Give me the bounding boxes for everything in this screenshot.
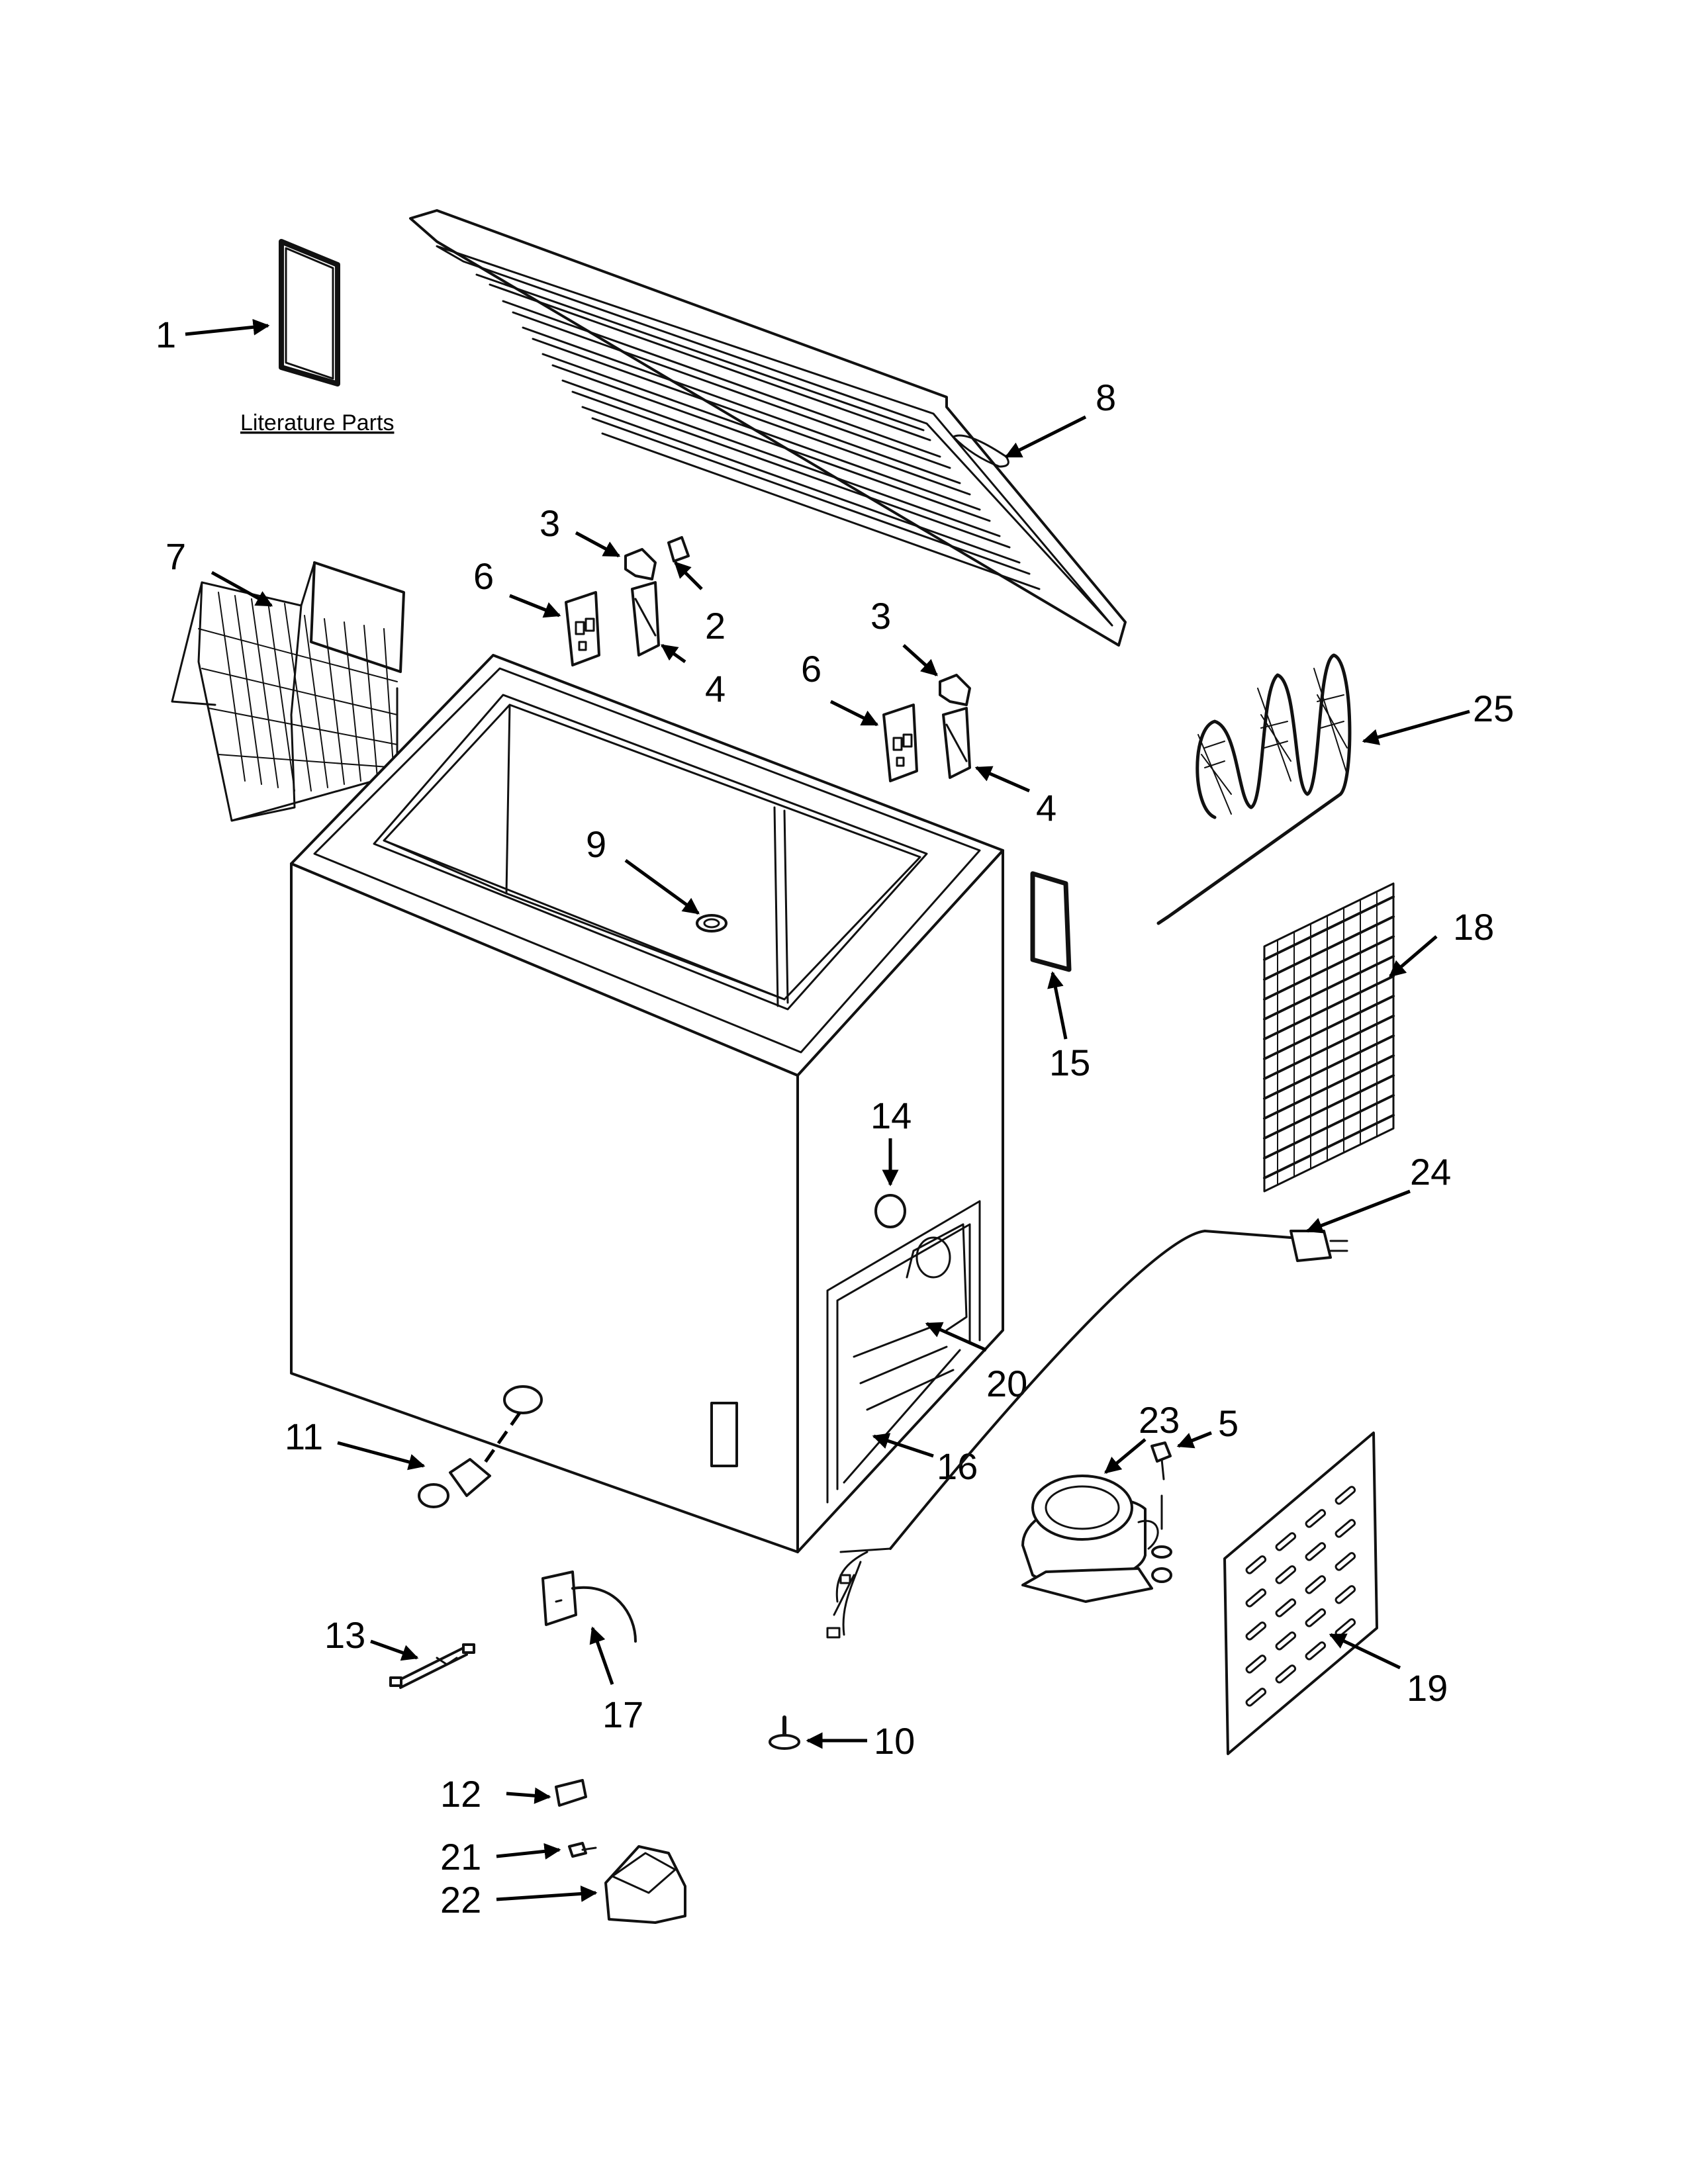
freezer-cabinet <box>290 654 1004 1553</box>
literature-manual <box>185 239 340 387</box>
callout-7: 7 <box>165 535 186 577</box>
callout-11: 11 <box>285 1416 323 1457</box>
callout-1: 1 <box>156 314 176 355</box>
callout-20: 20 <box>986 1363 1027 1404</box>
callout-4-left: 4 <box>705 668 726 709</box>
literature-parts-label: Literature Parts <box>240 410 394 435</box>
mounting-bolt <box>1150 1431 1212 1583</box>
callout-8: 8 <box>1096 377 1116 418</box>
power-cord <box>839 1189 1411 1553</box>
callout-25: 25 <box>1473 688 1514 729</box>
callout-12: 12 <box>440 1773 481 1815</box>
callout-4-right: 4 <box>1036 787 1056 829</box>
callout-19: 19 <box>1407 1667 1448 1709</box>
callout-6-left: 6 <box>473 555 494 597</box>
relay <box>506 1779 587 1807</box>
callout-24: 24 <box>1410 1151 1451 1193</box>
evaporator-coil <box>1156 653 1470 925</box>
leveling-leg <box>769 1715 867 1750</box>
wire-jumper <box>370 1639 475 1689</box>
compressor <box>1021 1438 1159 1603</box>
callout-5: 5 <box>1218 1402 1239 1444</box>
callout-22: 22 <box>440 1879 481 1921</box>
label-15 <box>1030 871 1072 1040</box>
hinge-right <box>829 644 1031 793</box>
screw <box>496 1842 597 1860</box>
callout-14: 14 <box>870 1095 912 1136</box>
drain-plug <box>337 1441 491 1508</box>
callout-15: 15 <box>1049 1042 1090 1083</box>
callout-2: 2 <box>705 605 726 647</box>
hinge-left <box>509 531 703 666</box>
callout-21: 21 <box>440 1836 481 1878</box>
callout-3-left: 3 <box>539 502 560 544</box>
callout-18: 18 <box>1453 906 1494 948</box>
callout-10: 10 <box>874 1720 915 1762</box>
callout-13: 13 <box>324 1614 365 1656</box>
callout-17: 17 <box>602 1694 643 1735</box>
rear-access-panel <box>1223 1432 1401 1755</box>
callout-6-right: 6 <box>801 648 821 690</box>
wire-harness-16 <box>826 1551 868 1639</box>
freezer-lid <box>409 209 1127 647</box>
thermostat <box>541 1570 637 1685</box>
electrical-cover <box>496 1845 686 1924</box>
condenser-coil <box>1263 882 1438 1193</box>
callout-3-right: 3 <box>870 595 891 637</box>
callout-9: 9 <box>586 823 606 865</box>
callout-23: 23 <box>1139 1399 1180 1441</box>
